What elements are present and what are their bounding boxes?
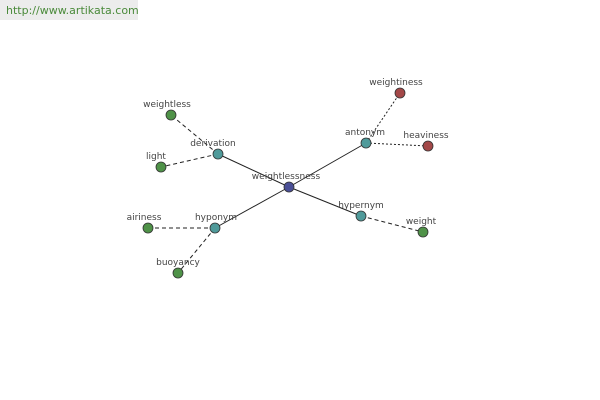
word-label-weightiness: weightiness — [369, 78, 423, 88]
word-node-buoyancy[interactable] — [172, 267, 184, 279]
relation-node-hypernym[interactable] — [355, 210, 367, 222]
edge-hypernym — [288, 186, 362, 217]
relation-label-derivation: derivation — [190, 139, 236, 149]
word-label-weightless: weightless — [143, 100, 191, 110]
center-label-center: weightlessness — [252, 172, 321, 182]
url-link[interactable]: http://www.artikata.com — [6, 4, 139, 17]
word-label-weight: weight — [406, 217, 437, 227]
word-label-buoyancy: buoyancy — [156, 258, 200, 268]
edge-heaviness — [365, 142, 429, 147]
word-label-light: light — [146, 152, 166, 162]
edge-weightless — [170, 114, 219, 155]
edge-light — [160, 153, 219, 168]
relation-label-hypernym: hypernym — [338, 201, 384, 211]
edge-weight — [360, 215, 424, 233]
word-node-weightless[interactable] — [165, 109, 177, 121]
relation-node-hyponym[interactable] — [209, 222, 221, 234]
word-node-light[interactable] — [155, 161, 167, 173]
edge-derivation — [217, 153, 290, 188]
center-node-center[interactable] — [283, 181, 295, 193]
relation-node-antonym[interactable] — [360, 137, 372, 149]
word-node-weight[interactable] — [417, 226, 429, 238]
word-node-heaviness[interactable] — [422, 140, 434, 152]
url-banner: http://www.artikata.com — [0, 0, 139, 20]
word-label-heaviness: heaviness — [403, 131, 449, 141]
edge-antonym — [288, 142, 367, 188]
relation-label-antonym: antonym — [345, 128, 385, 138]
word-node-weightiness[interactable] — [394, 87, 406, 99]
edge-buoyancy — [177, 227, 216, 274]
word-label-airiness: airiness — [127, 213, 162, 223]
relation-node-derivation[interactable] — [212, 148, 224, 160]
edge-hyponym — [214, 186, 290, 229]
relation-label-hyponym: hyponym — [195, 213, 237, 223]
word-node-airiness[interactable] — [142, 222, 154, 234]
